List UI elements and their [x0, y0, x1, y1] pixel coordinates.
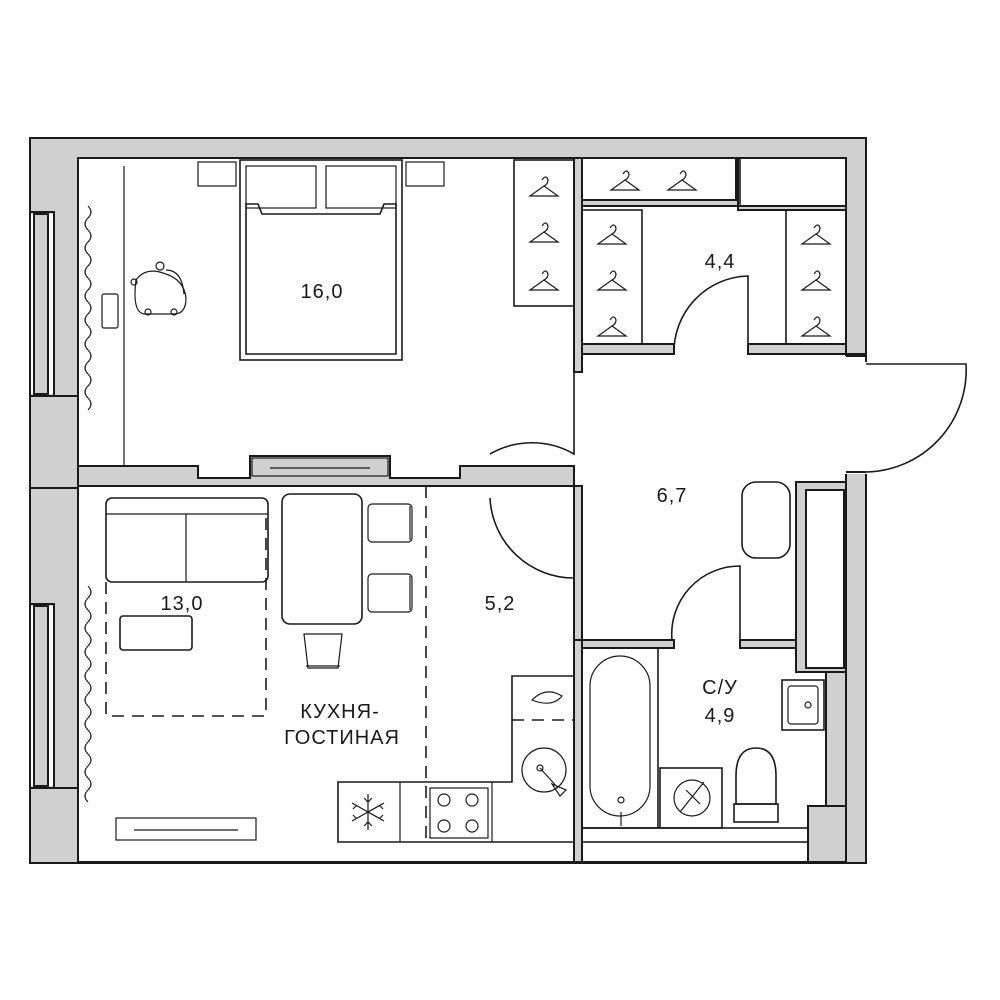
washing-machine-icon [659, 767, 723, 829]
chair-3 [303, 633, 343, 669]
armchair-icon [130, 261, 187, 316]
radiator-living [115, 817, 257, 841]
bedroom-door [489, 372, 575, 456]
hanger-icon [528, 270, 560, 291]
hanger-icon [609, 170, 641, 191]
hood-icon [530, 691, 563, 704]
coffee-table [119, 615, 193, 651]
hanger-icon [596, 316, 628, 337]
wardrobe-top-rail [581, 157, 737, 201]
wardrobe-left-rail [581, 209, 643, 345]
bedroom-closet [513, 159, 575, 307]
bathtub-icon [581, 647, 659, 829]
wall-wardrobe-bottom-right [747, 343, 847, 355]
living-label-line-2: ГОСТИНАЯ [284, 727, 400, 749]
wall-kitchen-hall [573, 485, 583, 641]
wall-kitchen-bathroom [573, 639, 583, 863]
walls [29, 137, 867, 864]
bedroom-area: 16,0 [301, 281, 344, 303]
wall-bedroom-wardrobe [573, 157, 583, 373]
sink-icon [521, 747, 568, 797]
wardrobe-right-rail [785, 209, 847, 345]
living-area: 13,0 [161, 593, 204, 615]
snowflake-icon [351, 794, 385, 830]
wall-bathroom-top-left [581, 639, 675, 649]
wardrobe-door [673, 275, 749, 355]
hall: 6,7 [657, 481, 845, 669]
living-door [489, 497, 575, 579]
wall-bedroom-living [77, 455, 575, 487]
toilet-icon [733, 747, 779, 823]
hall-pouf [741, 481, 791, 559]
window-upper [33, 213, 49, 395]
nightstand-right [405, 161, 445, 187]
window-lower [33, 605, 49, 787]
doors [489, 275, 967, 641]
counter-outline [337, 675, 575, 843]
hanger-icon [800, 224, 832, 245]
hall-wardrobe [805, 489, 845, 669]
curtain-wave-lower [84, 585, 92, 803]
curtain-wave-upper [84, 205, 92, 411]
blanket [245, 203, 397, 355]
wall-bathroom-right [825, 671, 847, 807]
kitchen-counter [337, 675, 575, 843]
bathroom-bottom-ledge [581, 827, 809, 843]
sofa-icon [105, 497, 269, 583]
radiator-bedroom [251, 457, 389, 477]
wall-wardrobe-bottom-left [581, 343, 675, 355]
chair-2 [367, 573, 413, 613]
wardrobe-area: 4,4 [705, 251, 736, 273]
hanger-icon [800, 316, 832, 337]
wardrobe-room: 4,4 [581, 157, 847, 345]
living-label-line-1: КУХНЯ- [300, 701, 379, 723]
hanger-icon [596, 270, 628, 291]
pillow-left [245, 165, 317, 209]
bathroom-area: 4,9 [705, 705, 736, 727]
chair-1 [367, 503, 413, 543]
hanger-icon [596, 224, 628, 245]
hanger-icon [666, 170, 698, 191]
desk-lamp [101, 293, 119, 329]
wall-pier-left [29, 395, 79, 489]
wall-shaft [807, 805, 847, 863]
hanger-icon [528, 176, 560, 197]
wall-pier-bottom-left [29, 787, 79, 864]
bedroom-wardrobe [513, 159, 575, 307]
bathroom: С/У 4,9 [581, 647, 825, 843]
wall-wardrobe-top [581, 157, 847, 211]
stove-icon [429, 787, 489, 839]
bedroom-furniture: 16,0 [84, 159, 445, 477]
hanger-icon [800, 270, 832, 291]
bathroom-name: С/У [702, 677, 738, 699]
wall-bathroom-top-right [739, 639, 801, 649]
hall-area: 6,7 [657, 485, 688, 507]
living-furniture: 13,0 КУХНЯ- ГОСТИНАЯ 5,2 [84, 486, 516, 842]
rug-outline [105, 516, 267, 717]
sink-bathroom-icon [781, 679, 825, 731]
kitchen-area: 5,2 [485, 593, 516, 615]
bathroom-door [670, 565, 741, 641]
bed-icon [239, 159, 403, 361]
pillow-right [325, 165, 397, 209]
entrance-door [865, 363, 967, 473]
storage-box [739, 157, 847, 207]
dining-table [281, 493, 363, 625]
hanger-icon [528, 222, 560, 243]
nightstand-left [197, 161, 237, 187]
